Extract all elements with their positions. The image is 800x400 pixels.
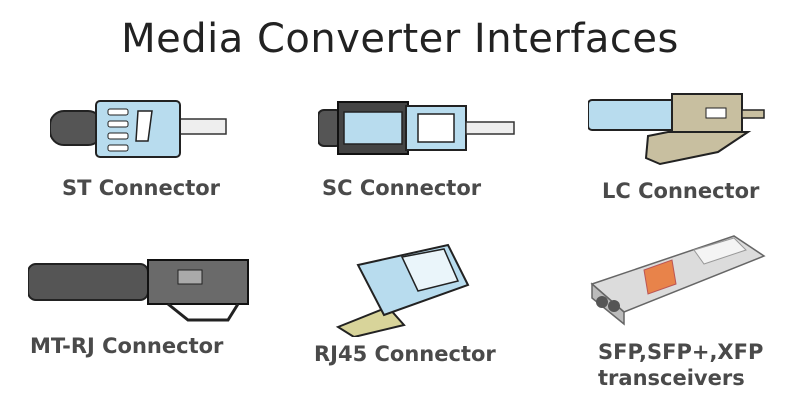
sc-connector-image: [318, 101, 515, 155]
page-title: Media Converter Interfaces: [121, 16, 679, 62]
mt-rj-connector-image: [28, 259, 249, 322]
mt-rj-connector-label: MT-RJ Connector: [30, 334, 224, 358]
sfp-transceiver-label-line2: transceivers: [598, 366, 745, 390]
lc-connector-label: LC Connector: [602, 179, 760, 203]
sc-connector-label: SC Connector: [322, 176, 482, 200]
sfp-transceiver-image: [590, 235, 766, 326]
sfp-transceiver-label: SFP,SFP+,XFP: [598, 340, 764, 364]
lc-connector-image: [588, 93, 765, 166]
st-connector-image: [50, 100, 227, 158]
st-connector-label: ST Connector: [62, 176, 221, 200]
rj45-connector-image: [335, 243, 470, 337]
rj45-connector-label: RJ45 Connector: [314, 342, 496, 366]
